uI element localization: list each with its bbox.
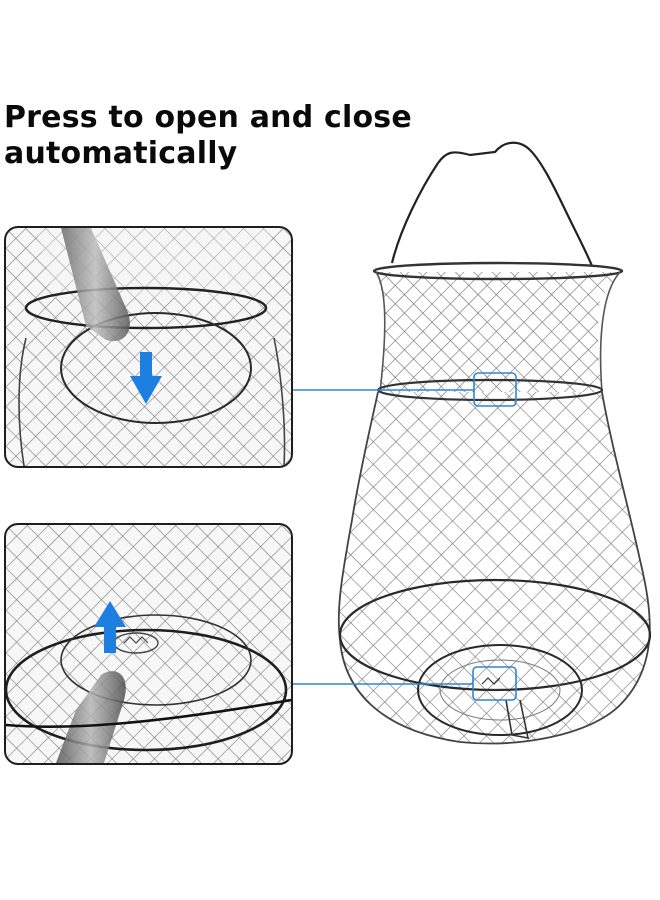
callout-top-illustration: [6, 228, 291, 466]
headline: Press to open and close automatically: [4, 100, 424, 172]
basket-floor-ring: [417, 644, 583, 736]
basket-neck: [376, 272, 620, 392]
arrow-up-icon: [94, 601, 126, 653]
hand-icon: [61, 228, 130, 342]
headline-line-2: automatically: [4, 136, 238, 171]
hand-icon: [56, 671, 126, 763]
basket-top-rim: [372, 261, 624, 281]
callout-close-latch: [4, 226, 293, 468]
headline-line-1: Press to open and close: [4, 100, 412, 135]
callout-bottom-illustration: [6, 525, 291, 763]
basket-body: [338, 392, 650, 744]
callout-open-latch: [4, 523, 293, 765]
basket-handle: [390, 141, 594, 267]
arrow-down-icon: [130, 352, 162, 404]
